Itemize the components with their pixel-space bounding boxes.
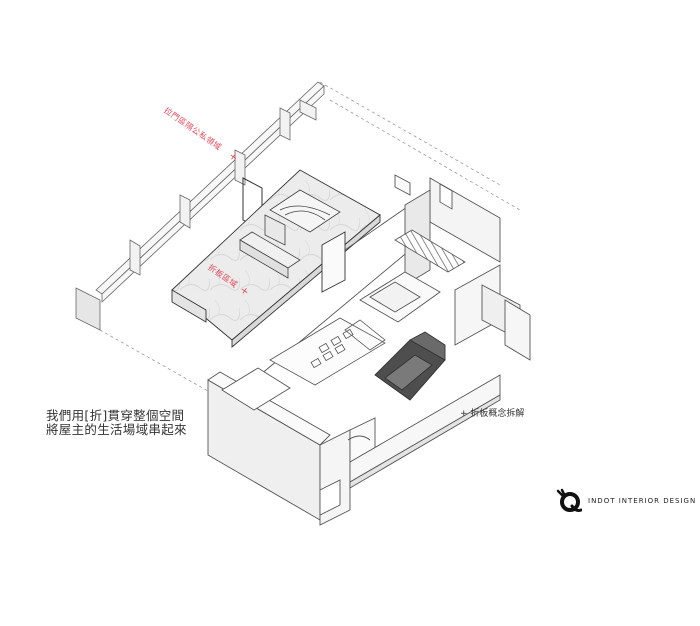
dark-room [374,331,446,401]
caption-line-2: 將屋主的生活場域串起來 [46,422,187,437]
bed [264,189,341,246]
indot-logo-icon [556,488,582,512]
bedroom-2 [359,271,441,323]
caption: 我們用[折]貫穿整個空間 將屋主的生活場域串起來 [46,409,187,437]
brand-name: INDOT INTERIOR DESIGN [588,497,697,505]
stairs [394,229,466,273]
caption-line-1: 我們用[折]貫穿整個空間 [46,408,185,423]
bathroom-block [319,417,376,526]
front-wall [207,367,331,521]
folded-panel-note: + 折板概念拆解 [460,409,525,419]
dining-area [269,317,386,386]
front-right-wall [349,374,501,489]
right-wing [454,264,531,361]
brand-logo: INDOT INTERIOR DESIGN [556,488,696,514]
dashed-boundary [99,81,521,396]
bench [239,231,301,279]
back-wall [75,81,325,331]
